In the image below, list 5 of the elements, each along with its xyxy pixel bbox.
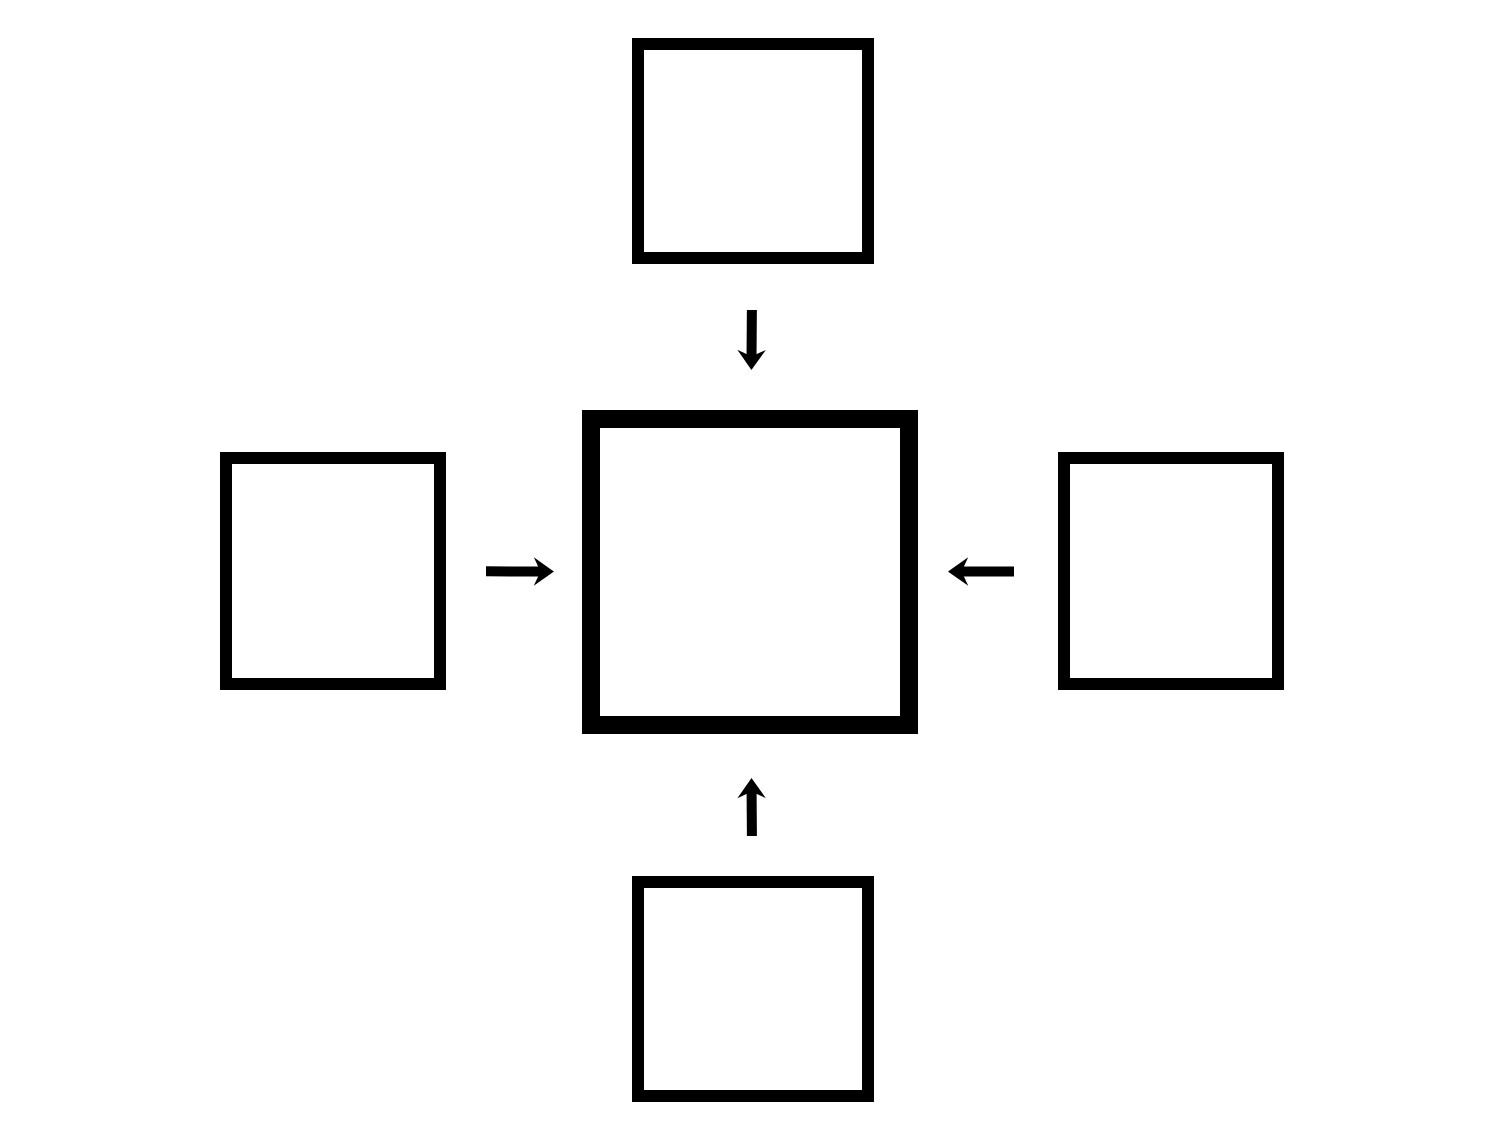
square-box (582, 410, 918, 734)
square-box (632, 876, 874, 1102)
square-box (1058, 452, 1284, 690)
square-box (632, 38, 874, 264)
square-box (220, 452, 446, 690)
